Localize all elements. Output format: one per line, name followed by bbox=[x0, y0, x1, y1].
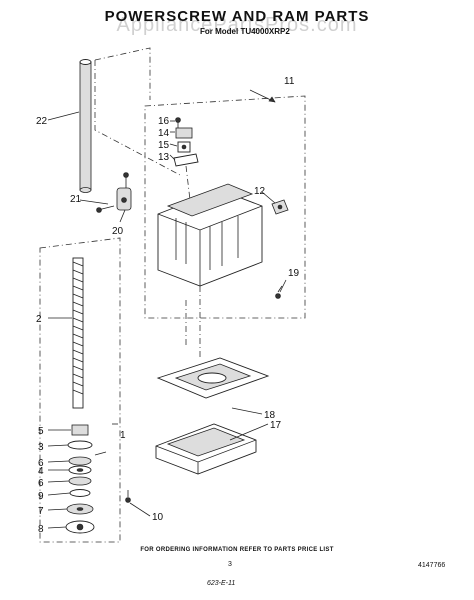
part-15-actuator bbox=[177, 141, 191, 153]
part-18-plate bbox=[156, 357, 270, 399]
callout-6a: 6 bbox=[38, 458, 44, 469]
page-number: 3 bbox=[228, 561, 232, 568]
watermark: AppliancePartsPros.com bbox=[116, 14, 358, 36]
part-21-screws bbox=[96, 172, 129, 213]
part-19-screw bbox=[275, 285, 283, 299]
part-20-bracket bbox=[116, 187, 132, 211]
callout-8: 8 bbox=[38, 524, 44, 535]
callout-13: 13 bbox=[158, 152, 170, 163]
callout-1: 1 bbox=[120, 430, 126, 441]
callout-19: 19 bbox=[288, 268, 300, 279]
model-subtitle: For Model TU4000XRP2 bbox=[200, 27, 290, 36]
center-line-upper bbox=[185, 165, 191, 201]
callout-18: 18 bbox=[264, 410, 276, 421]
callout-2: 2 bbox=[36, 314, 42, 325]
part-9-washer bbox=[69, 489, 91, 497]
powerscrew-assembly-boundary bbox=[39, 237, 121, 543]
callout-10: 10 bbox=[152, 512, 164, 523]
callout-5: 5 bbox=[38, 426, 44, 437]
leader-12 bbox=[261, 191, 276, 204]
document-number: 4147766 bbox=[418, 562, 446, 569]
wire-hook bbox=[94, 451, 107, 456]
leader-17 bbox=[229, 423, 269, 441]
part-7-gear bbox=[66, 503, 94, 515]
leader-7 bbox=[47, 508, 68, 511]
page-title: POWERSCREW AND RAM PARTS bbox=[104, 8, 370, 25]
leader-19 bbox=[279, 279, 287, 293]
part-8-pulley bbox=[65, 520, 95, 534]
leader-13 bbox=[169, 154, 176, 161]
callout-12: 12 bbox=[254, 186, 266, 197]
callout-21: 21 bbox=[70, 194, 82, 205]
part-2-powerscrew bbox=[72, 257, 84, 409]
callout-15: 15 bbox=[158, 140, 170, 151]
tube-boundary bbox=[94, 60, 181, 176]
callout-4: 4 bbox=[38, 466, 44, 477]
leader-20 bbox=[119, 209, 126, 223]
leader-3 bbox=[47, 444, 69, 447]
ram-assembly-boundary bbox=[144, 95, 306, 319]
leader-22 bbox=[47, 111, 80, 121]
part-6-bearing-lower bbox=[68, 476, 92, 486]
part-5-collar bbox=[71, 424, 89, 436]
part-3-washer bbox=[67, 440, 93, 450]
leader-21 bbox=[79, 199, 109, 205]
leader-9 bbox=[47, 492, 71, 496]
callout-6b: 6 bbox=[38, 478, 44, 489]
arrow-11 bbox=[268, 96, 276, 103]
handwritten-code: 623-E-11 bbox=[207, 580, 236, 587]
tube-boundary-2 bbox=[94, 47, 151, 100]
leader-10 bbox=[129, 502, 151, 517]
part-12-bracket bbox=[271, 199, 289, 215]
part-14-switch bbox=[175, 127, 193, 139]
callout-11: 11 bbox=[284, 76, 295, 87]
leader-6b bbox=[47, 480, 70, 483]
ordering-note: FOR ORDERING INFORMATION REFER TO PARTS … bbox=[140, 547, 334, 553]
callout-16: 16 bbox=[158, 116, 170, 127]
leader-15 bbox=[169, 143, 178, 147]
part-13-plate bbox=[173, 153, 199, 167]
callout-22: 22 bbox=[36, 116, 48, 127]
part-22-tube bbox=[79, 59, 92, 193]
part-11-ram-housing bbox=[157, 183, 263, 287]
callout-3: 3 bbox=[38, 442, 44, 453]
leader-8 bbox=[47, 526, 67, 529]
callout-17: 17 bbox=[270, 420, 282, 431]
callout-20: 20 bbox=[112, 226, 124, 237]
callout-7: 7 bbox=[38, 506, 44, 517]
callout-14: 14 bbox=[158, 128, 170, 139]
part-10-screw bbox=[125, 490, 131, 503]
callout-9: 9 bbox=[38, 491, 44, 502]
part-4-bearing bbox=[68, 465, 92, 475]
part-17-pan bbox=[155, 423, 257, 475]
leader-6a bbox=[47, 460, 70, 463]
part-6-bearing-upper bbox=[68, 456, 92, 466]
leader-18 bbox=[231, 407, 263, 415]
